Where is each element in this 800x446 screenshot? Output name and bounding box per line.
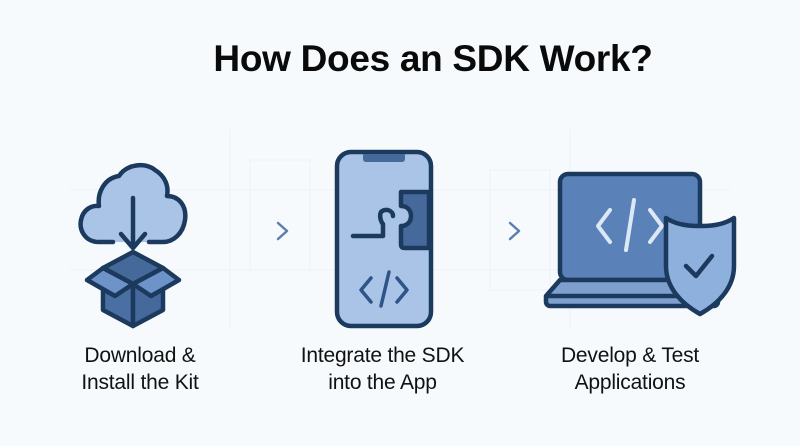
arrow-right-icon xyxy=(218,221,289,241)
laptop-code-shield-icon xyxy=(543,171,737,317)
step-2-label: Integrate the SDK into the App xyxy=(270,342,495,396)
cloud-download-box-icon xyxy=(78,162,188,329)
page-title: How Does an SDK Work? xyxy=(213,38,653,79)
step-3-label: Develop & Test Applications xyxy=(525,342,735,396)
step-1-label-line1: Download & xyxy=(84,344,196,367)
step-2-label-line1: Integrate the SDK xyxy=(300,344,465,367)
step-3-label-line1: Develop & Test xyxy=(560,344,700,367)
step-2-label-line2: into the App xyxy=(328,371,437,394)
phone-puzzle-code-icon xyxy=(334,149,434,329)
step-3-label-line2: Applications xyxy=(574,371,686,394)
step-1-label: Download & Install the Kit xyxy=(40,342,240,396)
step-1-label-line2: Install the Kit xyxy=(81,371,199,394)
arrow-right-icon xyxy=(455,221,521,241)
